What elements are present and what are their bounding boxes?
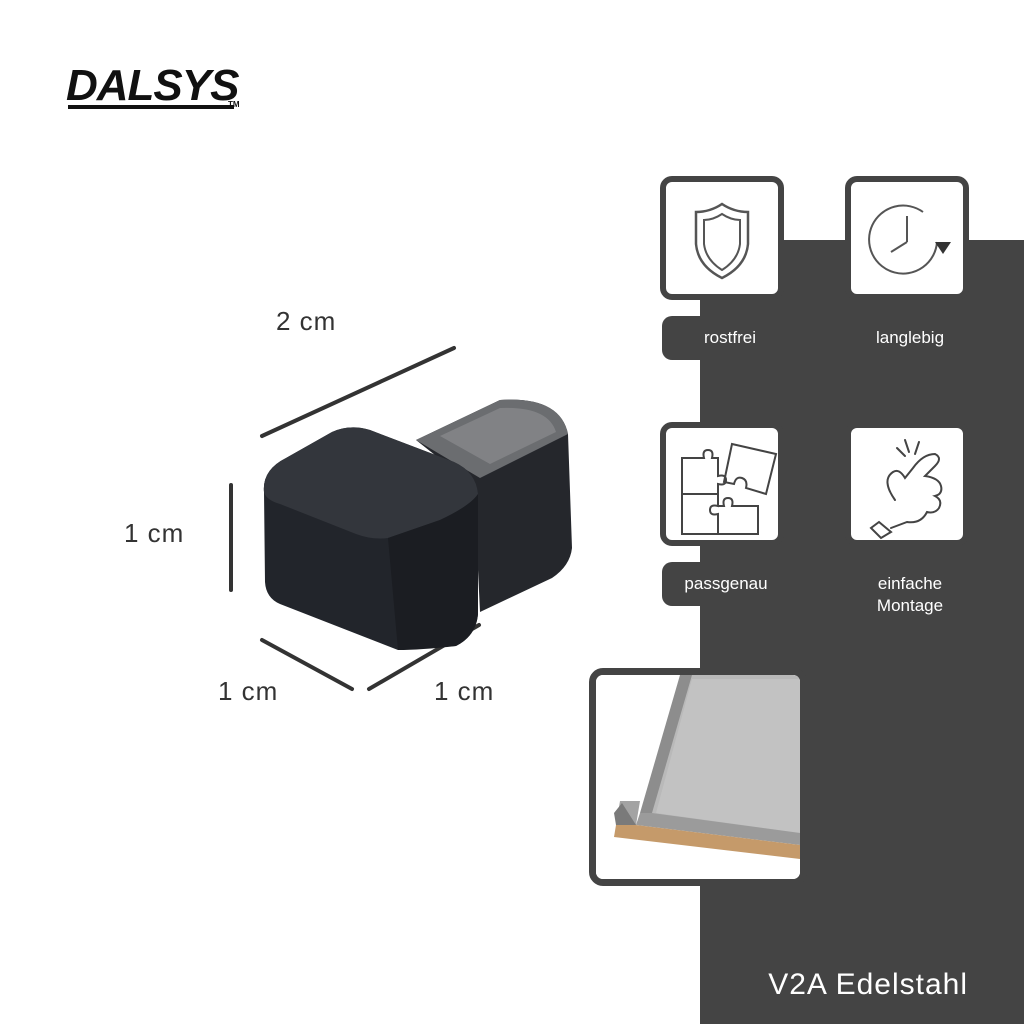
- width-left-label: 1 cm: [218, 676, 279, 706]
- material-label: V2A Edelstahl: [768, 968, 968, 1001]
- product-illustration: [229, 346, 572, 691]
- feature-card-passgenau: [660, 422, 784, 546]
- feature-label-pill-rostfrei: [662, 316, 782, 360]
- logo-text: DALSYS: [66, 61, 239, 110]
- feature-label-passgenau: passgenau: [684, 574, 768, 593]
- brand-logo: DALSYS TM: [66, 56, 246, 116]
- feature-label-rostfrei: rostfrei: [704, 328, 756, 347]
- profile-arm: [416, 399, 572, 612]
- snap-fingers-icon: [869, 439, 943, 540]
- puzzle-icon: [681, 442, 778, 535]
- dark-side-panel: [700, 240, 1024, 1024]
- width-right-label: 1 cm: [434, 676, 495, 706]
- tile-edge-photo: [589, 668, 807, 886]
- feature-card-einfache-montage: [845, 422, 969, 546]
- length-dimension-line: [260, 346, 456, 438]
- tile-edge-illustration: [596, 675, 800, 879]
- width-left-dimension-line: [260, 638, 354, 691]
- height-label: 1 cm: [124, 518, 185, 548]
- length-label: 2 cm: [276, 306, 337, 336]
- clock-icon: [868, 204, 951, 275]
- feature-card-langlebig: [845, 176, 969, 300]
- logo-underline: [68, 105, 234, 109]
- feature-card-rostfrei: [660, 176, 784, 300]
- shield-icon: [694, 202, 750, 280]
- feature-label-langlebig: langlebig: [875, 328, 945, 347]
- feature-label-montage: Montage: [876, 596, 944, 615]
- feature-label-pill-passgenau: [662, 562, 782, 606]
- corner-cap: [263, 427, 478, 650]
- logo-trademark: TM: [228, 100, 240, 109]
- feature-label-einfache: einfache: [877, 574, 943, 593]
